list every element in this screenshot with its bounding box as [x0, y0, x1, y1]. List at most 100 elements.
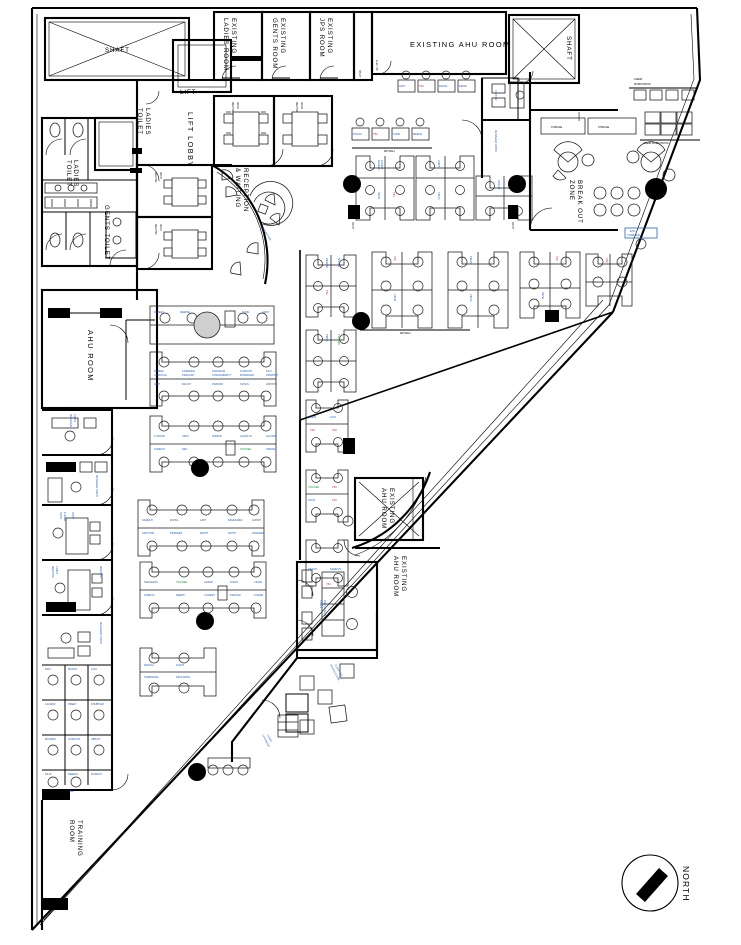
ws-pod-large-1: TBA ARUN [371, 251, 433, 329]
svg-text:TRAINEE: TRAINEE [337, 334, 340, 345]
ws-linear-row-a: AMIT TBA RAHUL KIRAN [397, 70, 476, 93]
svg-text:TBA: TBA [392, 192, 395, 197]
svg-text:DISCUSSION: DISCUSSION [323, 600, 326, 616]
svg-text:SANTOSH: SANTOSH [142, 532, 155, 535]
ws-linear-row-b: POOJA TBA SUNIL MEENA [351, 117, 430, 141]
ws-pod-large-2: KIRAN VIKAS [447, 251, 509, 329]
svg-text:SANGEETA: SANGEETA [144, 581, 158, 584]
svg-text:RAM: RAM [68, 790, 74, 793]
svg-text:NIRMAL: NIRMAL [266, 448, 276, 451]
svg-text:SANJAY: SANJAY [497, 180, 500, 190]
svg-text:MANOJ: MANOJ [68, 668, 78, 671]
svg-text:SUDHIR: SUDHIR [212, 435, 222, 438]
svg-text:NARESH: NARESH [330, 568, 341, 571]
linear-desk-block: LINEAR WORKSTATION [640, 111, 700, 145]
room-label: EXISTINGAHU ROOM [380, 488, 395, 529]
svg-text:CABIN: CABIN [319, 600, 322, 608]
svg-text:DEVANAND: DEVANAND [176, 676, 190, 679]
svg-text:MANAGER: MANAGER [69, 414, 72, 427]
ws-row-d: NARESH RAHUL AMIT DEVENDRA GIRISH SANTOS… [137, 499, 265, 557]
svg-text:AJAY: AJAY [330, 416, 337, 419]
svg-text:SUMIT: SUMIT [230, 581, 238, 584]
lift-shaft [171, 38, 233, 94]
svg-text:RAHUL: RAHUL [170, 519, 179, 522]
svg-text:BHARDWAJ: BHARDWAJ [240, 374, 255, 377]
svg-text:TBA: TBA [605, 258, 608, 263]
svg-text:MANOJ: MANOJ [337, 258, 340, 268]
svg-text:PRADEEP: PRADEEP [170, 532, 183, 535]
meeting-rm-04 [272, 94, 334, 168]
training-room: TRAININGROOM [40, 800, 83, 930]
svg-text:RM 02: RM 02 [236, 102, 238, 109]
workstation-zone-central: RAJEEV DEEPAK SUNIL ANKIT RAJEEV CHAUHAN… [137, 305, 279, 697]
svg-text:RUPESH: RUPESH [91, 773, 102, 776]
room-label: EXISTINGGENTS ROOM [271, 18, 286, 69]
svg-text:POOJA: POOJA [353, 133, 362, 136]
svg-text:AJAY: AJAY [91, 668, 98, 671]
svg-text:TBA: TBA [332, 429, 337, 432]
svg-text:SAJI: SAJI [266, 370, 272, 373]
svg-text:TBA: TBA [332, 499, 337, 502]
svg-text:RM 01: RM 01 [159, 224, 161, 231]
ws-pod-grid-north: RAJEEV KUMAR NEHA TBA ANKIT VIKAS SANJAY [355, 155, 533, 221]
svg-text:TBA: TBA [310, 429, 315, 432]
svg-text:TBA: TBA [325, 290, 328, 295]
room-label: TRAININGROOM [68, 820, 83, 857]
breakout-table-round [552, 141, 595, 181]
svg-text:MEETING: MEETING [99, 566, 102, 578]
existing-ahu-room-north [370, 10, 508, 76]
svg-text:VISITOR: VISITOR [494, 90, 497, 100]
svg-text:YOGESH: YOGESH [204, 594, 215, 597]
svg-text:PROPHET: PROPHET [266, 374, 279, 377]
svg-text:TBA: TBA [332, 486, 337, 489]
room-label: SHAFT [105, 47, 130, 54]
svg-text:ROHIT: ROHIT [228, 532, 236, 535]
svg-text:RM 04: RM 04 [300, 102, 302, 109]
svg-text:NEHA: NEHA [377, 192, 380, 199]
ws-row-b: RAJEEV CHAUHAN CHANDER PRAKASH SANGRAM C… [149, 351, 279, 407]
structural-column [196, 612, 214, 630]
svg-text:& WAITING: & WAITING [334, 664, 343, 677]
svg-text:CABIN: CABIN [55, 566, 58, 574]
svg-text:MOHIT: MOHIT [200, 532, 209, 535]
svg-text:CHARGER: CHARGER [627, 234, 640, 237]
svg-text:PRIYA: PRIYA [325, 334, 328, 342]
room-label: BREAK OUTZONE [568, 180, 583, 224]
svg-text:UDAY: UDAY [182, 435, 189, 438]
cabin-strip-west: MANAGER CABIN MANAGER CABIN NITIN KUMAR … [42, 408, 129, 800]
svg-text:NEHA: NEHA [541, 292, 544, 299]
room-label: EXISTINGJPS ROOM [318, 18, 333, 58]
svg-text:RM 03: RM 03 [159, 172, 161, 179]
svg-text:SHAFT: SHAFT [351, 222, 354, 230]
svg-text:DEEPAK: DEEPAK [180, 311, 191, 314]
ws-grid-west-lower: RAVI MANOJ AJAY GAURAV PREET SHUBHAM MAH… [42, 664, 112, 793]
svg-text:KIRAN: KIRAN [469, 256, 472, 264]
workstation-column-east-small: AMIT AJAY TBA TBA TRAINEE TBA NITIN TBA … [305, 399, 355, 587]
north-label: NORTH [681, 866, 691, 902]
pantry-label: PANTRY [577, 112, 580, 122]
room-label: LADIESTOILET [65, 160, 79, 187]
svg-text:TUSHAR: TUSHAR [154, 435, 165, 438]
meeting-rooms-cluster: MEETING RM 02 MEETING RM 04 MEETING RM 0… [130, 94, 334, 271]
ws-pod-large-3: TBA NEHA [519, 251, 581, 319]
svg-text:MEETING: MEETING [231, 102, 233, 113]
svg-text:CABIN: CABIN [73, 414, 76, 422]
svg-text:TBA: TBA [419, 85, 424, 88]
storage-unit [587, 117, 637, 135]
workstation-zone-north: AMIT TBA RAHUL KIRAN VISITOR MANAGER CAB… [343, 70, 533, 230]
svg-text:SHUBHAM: SHUBHAM [91, 703, 104, 706]
svg-text:MEETING: MEETING [295, 102, 297, 113]
svg-text:DILIP: DILIP [45, 773, 52, 776]
svg-text:PRAMOD: PRAMOD [212, 383, 223, 386]
toilet-block-west: LADIESTOILET GENTS TOILET [40, 116, 139, 268]
ws-pod-small: DEEPAK MANOJ TBA [305, 254, 357, 318]
svg-text:MANAGER CABIN: MANAGER CABIN [99, 622, 102, 644]
room-label: EXISTINGAHU ROOM [392, 556, 407, 597]
structural-column [508, 175, 526, 193]
svg-text:AMIT: AMIT [310, 416, 317, 419]
room-label: LADIESTOILET [136, 108, 151, 135]
svg-text:CHAUHAN: CHAUHAN [154, 374, 167, 377]
linear-workstation-cluster: LINEAR WORKSTATION LINEAR WORKSTATION [629, 78, 700, 145]
meeting-table-4seat [163, 229, 207, 259]
svg-text:MANAGER CABIN: MANAGER CABIN [95, 475, 98, 497]
